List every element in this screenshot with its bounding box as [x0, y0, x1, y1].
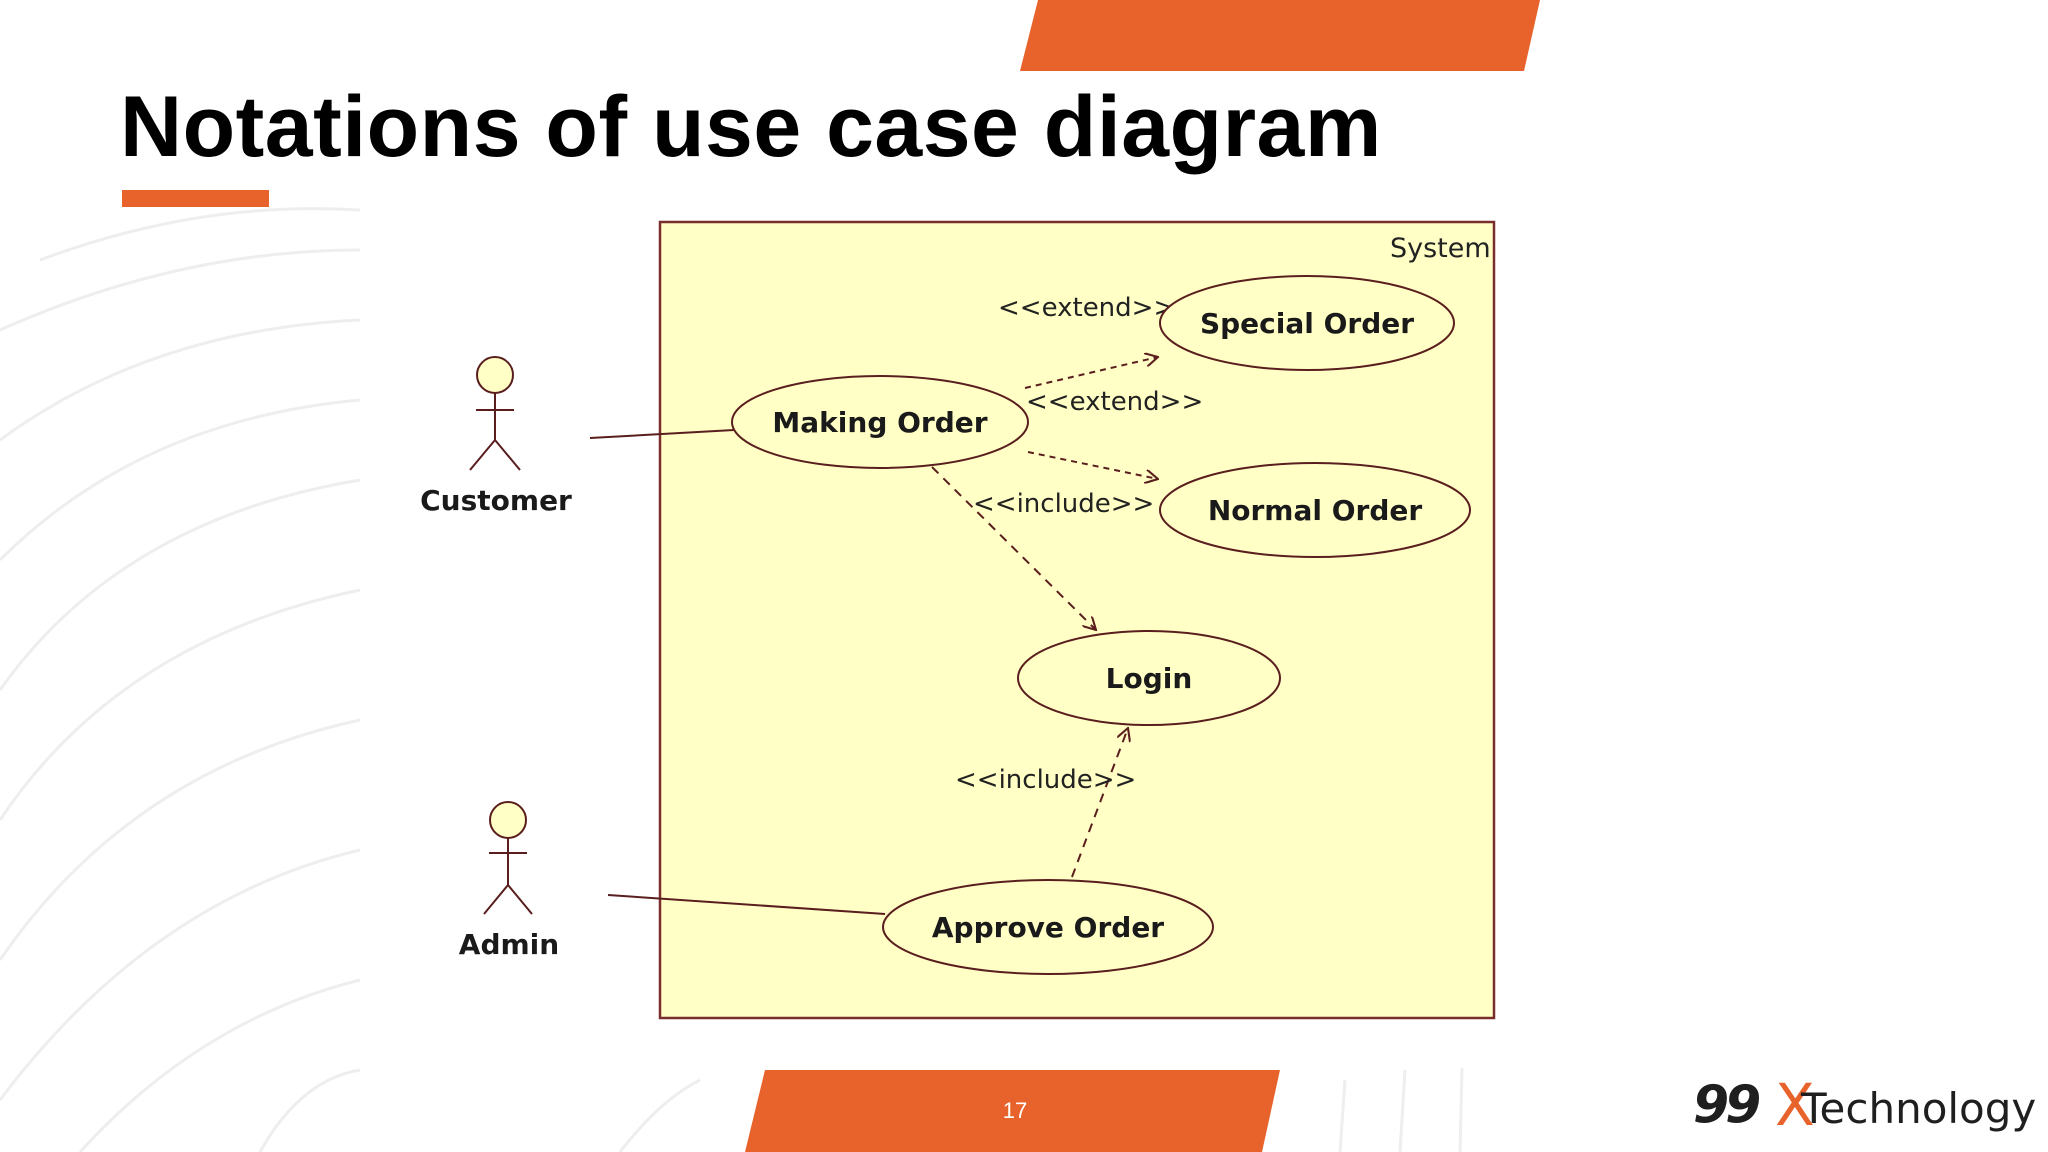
use-case-normal-order: Normal Order — [1159, 462, 1471, 558]
use-case-label: Making Order — [772, 406, 987, 439]
use-case-making-order: Making Order — [731, 375, 1029, 469]
stick-figure-icon — [483, 801, 533, 915]
association-admin-approve-order — [607, 894, 886, 915]
use-case-ellipse — [1017, 630, 1281, 726]
use-case-ellipse — [882, 879, 1214, 975]
include-arrow-making-order-login — [931, 466, 1096, 630]
association-customer-making-order — [589, 429, 735, 439]
use-case-login: Login — [1017, 630, 1281, 726]
use-case-label: Special Order — [1200, 307, 1414, 340]
use-case-approve-order: Approve Order — [882, 879, 1214, 975]
use-case-ellipse — [731, 375, 1029, 469]
stereotype-include-login: <<include>> — [973, 489, 1154, 519]
use-case-ellipse — [1159, 462, 1471, 558]
logo-wordmark: Technology — [1801, 1084, 2037, 1133]
logo-number: 99 — [1693, 1075, 1761, 1135]
background-decoration — [0, 207, 1464, 1152]
stereotype-extend-special: <<extend>> — [998, 293, 1175, 323]
extend-arrow-special-order — [1024, 357, 1158, 389]
extend-arrow-normal-order — [1027, 451, 1158, 479]
stereotype-extend-normal: <<extend>> — [1026, 387, 1203, 417]
page-number: 17 — [1002, 1098, 1028, 1123]
actor-customer: Customer — [420, 356, 572, 517]
stereotype-include-approve: <<include>> — [955, 765, 1136, 795]
title-underline — [122, 190, 269, 207]
bottom-accent-band — [745, 1070, 1280, 1152]
top-accent-band — [1020, 0, 1540, 71]
use-case-ellipse — [1159, 275, 1455, 371]
actor-admin: Admin — [459, 801, 559, 961]
use-case-special-order: Special Order — [1159, 275, 1455, 371]
actor-label: Customer — [420, 484, 572, 517]
use-case-label: Login — [1106, 662, 1193, 695]
slide-title: Notations of use case diagram — [120, 79, 1382, 175]
logo-x-mark: X — [1775, 1071, 1815, 1139]
stick-figure-icon — [469, 356, 521, 471]
company-logo: 99 X Technology — [1693, 1071, 2036, 1139]
actor-label: Admin — [459, 928, 559, 961]
system-label: System — [1390, 233, 1491, 264]
include-arrow-approve-order-login — [1071, 728, 1128, 878]
use-case-label: Normal Order — [1208, 494, 1423, 527]
use-case-label: Approve Order — [932, 911, 1164, 944]
